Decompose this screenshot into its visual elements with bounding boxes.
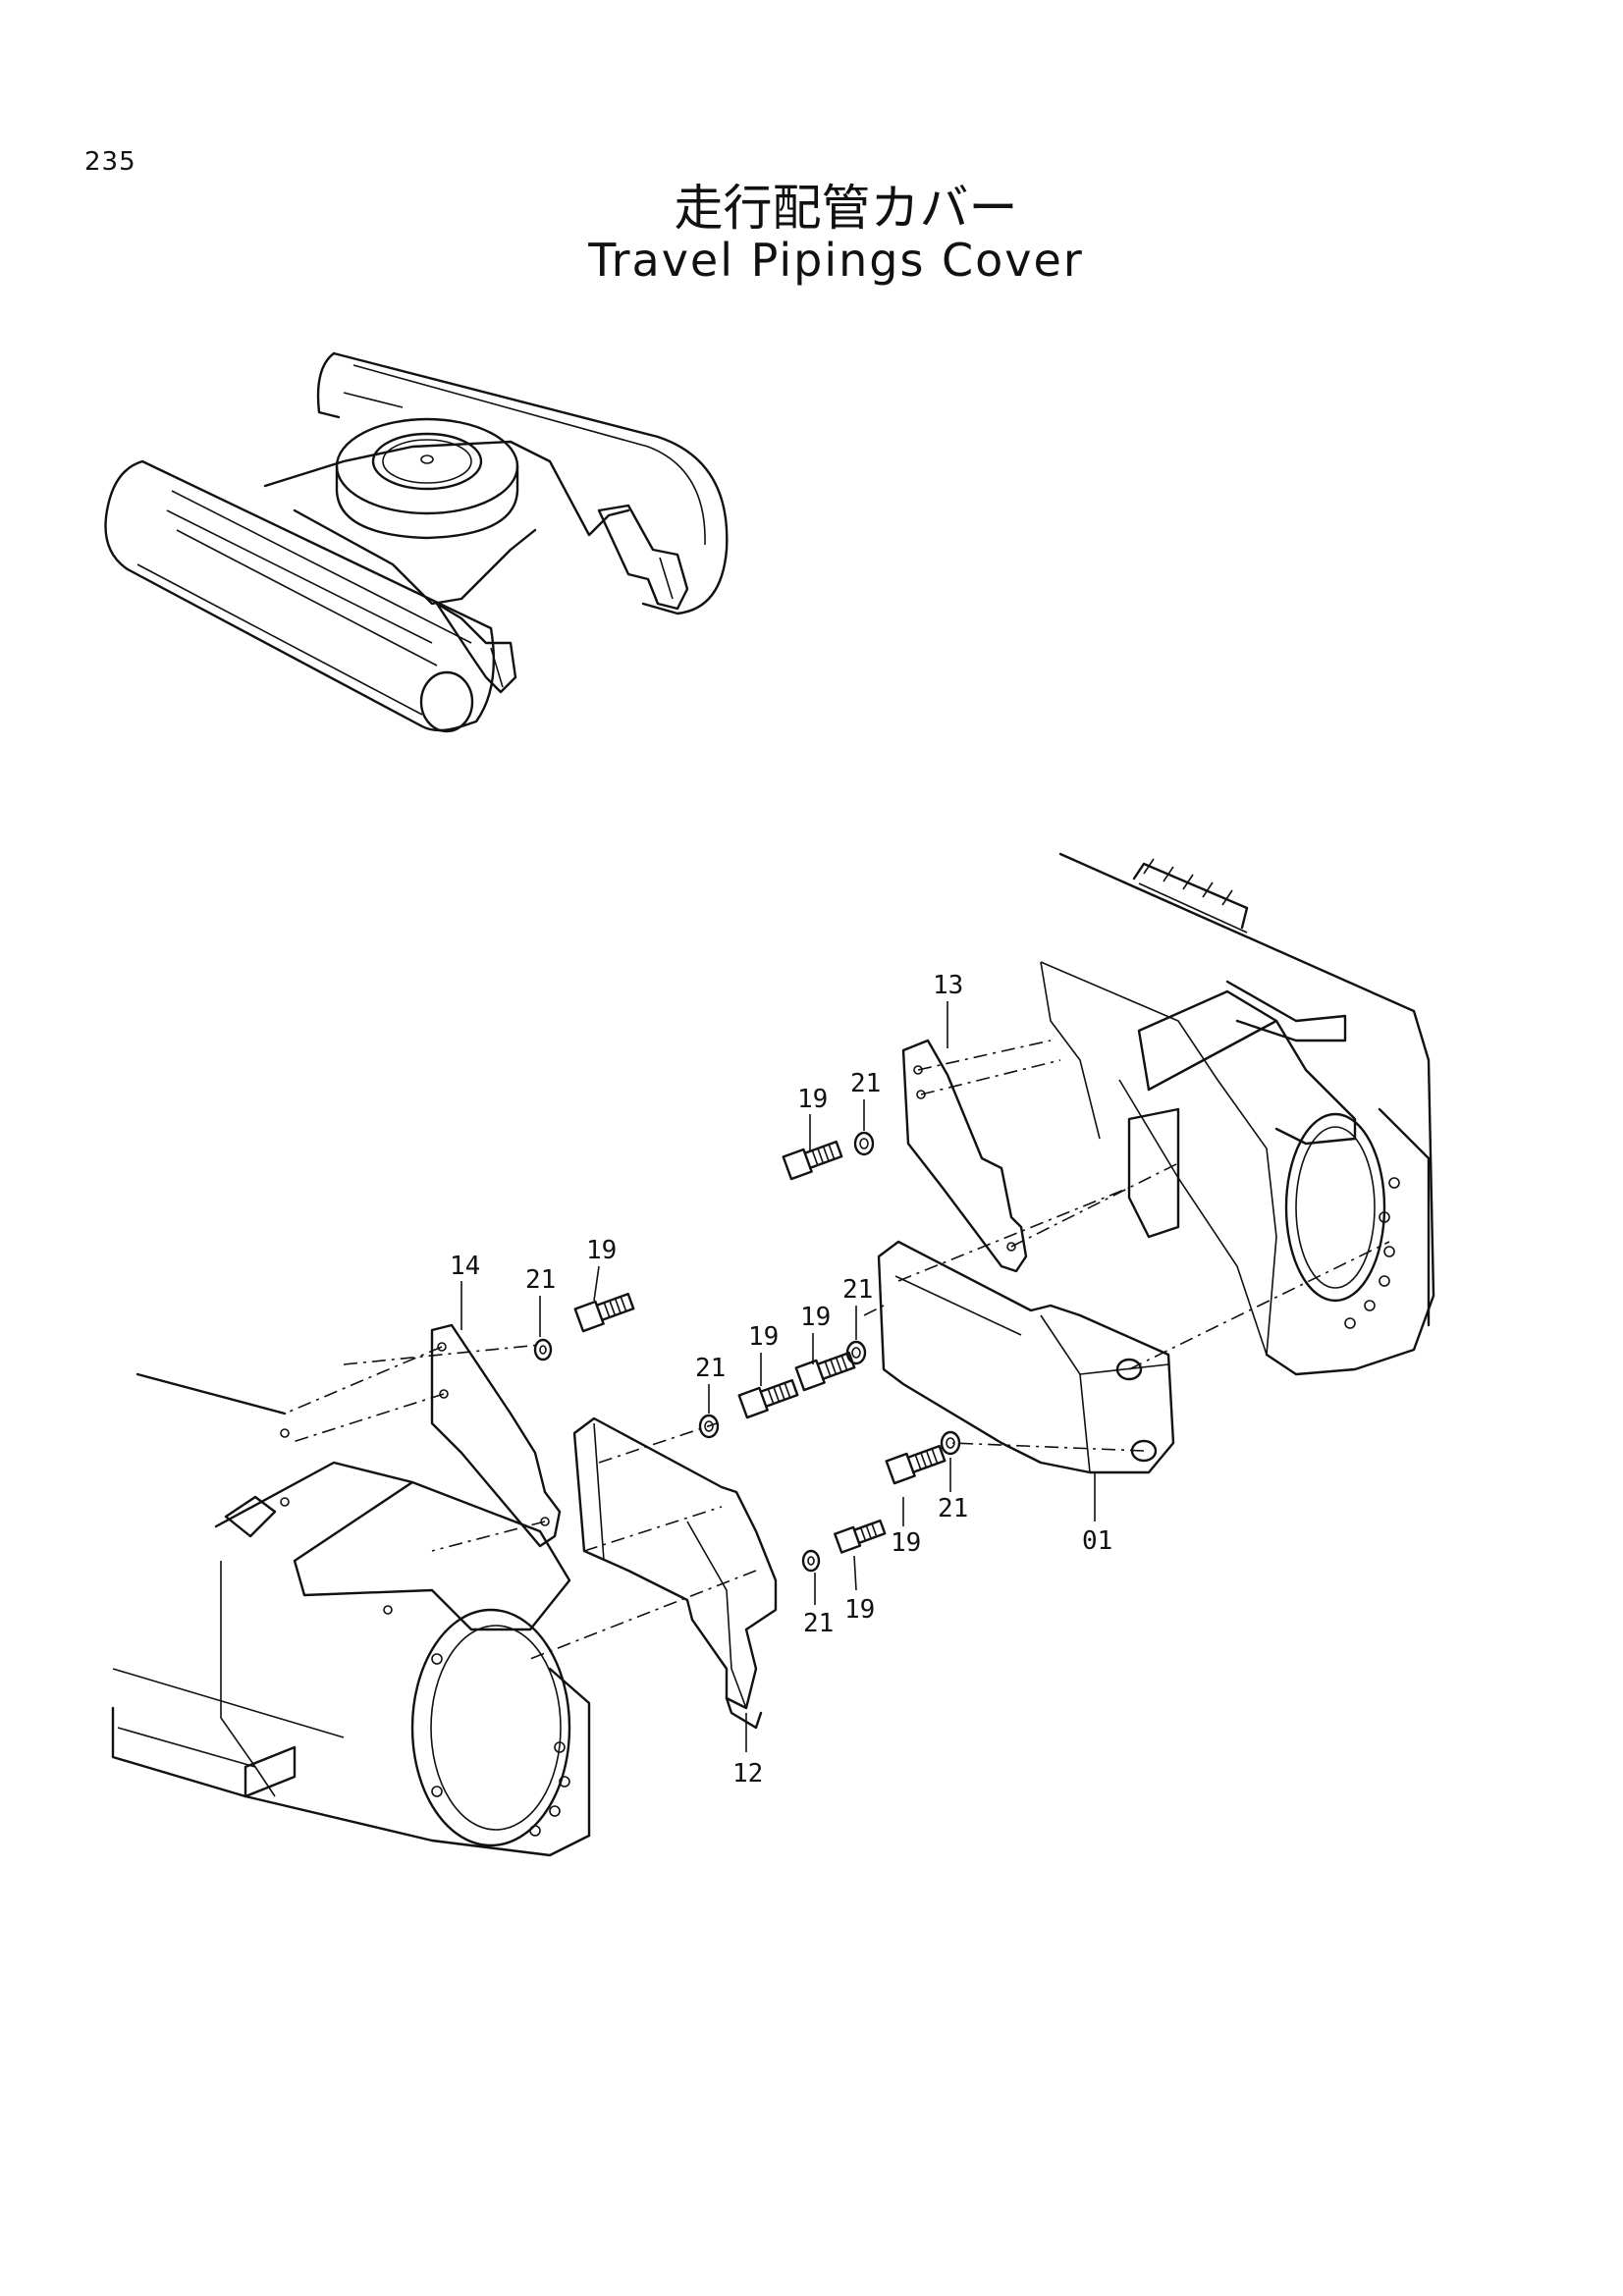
callout-21-c: 21 (842, 1275, 873, 1305)
title-japanese: 走行配管カバー (674, 180, 1018, 237)
bolt-19c (885, 1444, 947, 1485)
hardware (533, 1131, 961, 1573)
washer-21f (801, 1549, 821, 1573)
assembly-lines (284, 1040, 1390, 1660)
bolt-19a (782, 1140, 843, 1181)
part-13-cover-plate (901, 1039, 1028, 1273)
callout-21-f: 21 (803, 1609, 834, 1638)
callout-12: 12 (732, 1759, 763, 1789)
bolt-19b (794, 1351, 856, 1392)
washer-21b (845, 1340, 867, 1365)
part-14-cover-plate (430, 1323, 562, 1548)
page-number: 235 (84, 147, 136, 177)
callout-19-d: 19 (748, 1322, 779, 1352)
callout-19-a: 19 (797, 1085, 828, 1114)
bolt-19e (737, 1378, 799, 1419)
callout-leaders (460, 1001, 1096, 1752)
callout-21-d: 21 (695, 1354, 726, 1383)
callout-21-a: 21 (850, 1069, 881, 1098)
part-01-cover (877, 1240, 1175, 1474)
callout-21-e: 21 (938, 1494, 968, 1523)
callout-19-f: 19 (844, 1595, 875, 1625)
callout-21-b: 21 (525, 1265, 556, 1295)
title-english: Travel Pipings Cover (588, 234, 1084, 287)
bolt-19d (573, 1292, 635, 1333)
bolt-19f (834, 1519, 887, 1554)
callout-01: 01 (1082, 1526, 1112, 1556)
washer-21c (940, 1430, 961, 1456)
track-frame-left (111, 1372, 591, 1857)
washer-21d (533, 1338, 553, 1362)
washer-21a (853, 1131, 875, 1156)
track-frame-right (1040, 852, 1435, 1376)
callout-19-c: 19 (800, 1303, 831, 1332)
callout-19-e: 19 (891, 1528, 921, 1558)
callout-labels: 13 21 19 14 21 19 19 21 21 19 19 21 01 2… (450, 971, 1112, 1789)
callout-13: 13 (933, 971, 963, 1000)
undercarriage-overview (104, 351, 729, 733)
part-12-cover (572, 1416, 778, 1730)
callout-19-b: 19 (586, 1236, 617, 1265)
callout-14: 14 (450, 1252, 480, 1281)
washer-21e (698, 1414, 720, 1439)
